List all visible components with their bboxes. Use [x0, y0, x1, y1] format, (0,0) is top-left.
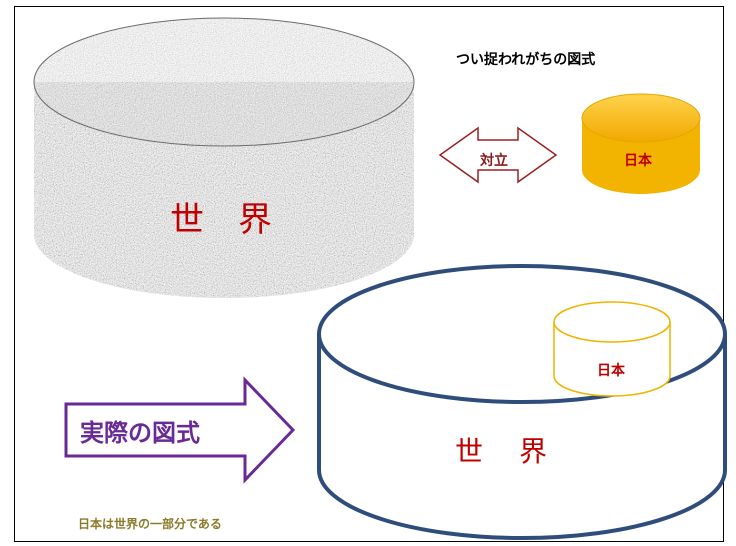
japan-label-top: 日本: [624, 153, 652, 169]
japan-label-inner: 日本: [597, 363, 625, 379]
actual-diagram-arrow: [64, 376, 296, 484]
conflict-label: 対立: [480, 153, 508, 169]
actual-diagram-label: 実際の図式: [80, 419, 200, 447]
caption-text: つい捉われがちの図式: [456, 52, 596, 68]
world-label-bottom: 世界: [455, 435, 584, 468]
japan-cylinder-inner: [553, 301, 671, 397]
note-text: 日本は世界の一部分である: [78, 517, 222, 531]
japan-cylinder-top: [581, 93, 701, 194]
conflict-arrow: [438, 126, 558, 184]
world-cylinder-bottom: [317, 264, 727, 540]
world-cylinder-top: [33, 17, 415, 298]
world-label-top: 世界: [170, 200, 306, 240]
